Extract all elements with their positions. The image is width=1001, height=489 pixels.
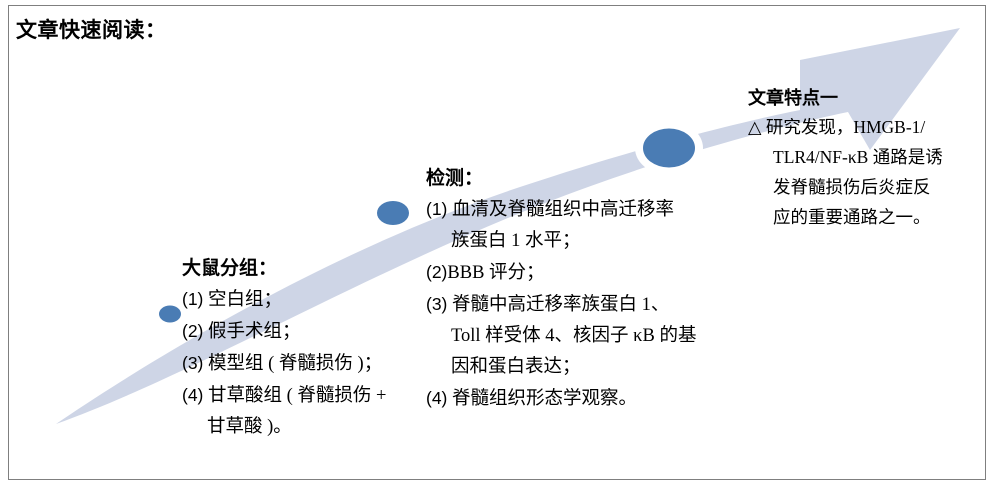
- list-text: 脊髓组织形态学观察。: [452, 389, 638, 409]
- detection-line-3: (2)BBB 评分；: [426, 257, 696, 289]
- list-marker: (1): [182, 289, 204, 309]
- list-text: 空白组；: [208, 290, 283, 310]
- article-feature-line-2: TLR4/NF-κB 通路是诱: [748, 142, 943, 172]
- detection-heading: 检测：: [426, 168, 484, 189]
- article-feature-heading: 文章特点一: [748, 88, 838, 108]
- list-text: 族蛋白 1 水平；: [451, 231, 581, 251]
- article-feature-line-3: 发脊髓损伤后炎症反: [748, 172, 943, 202]
- stage-marker-1: [153, 300, 187, 328]
- arrow-band-shape: [56, 28, 960, 424]
- list-text: 因和蛋白表达；: [451, 357, 581, 377]
- rat-grouping-heading: 大鼠分组：: [182, 258, 278, 279]
- list-marker: (4): [426, 388, 448, 408]
- list-text: 甘草酸 )。: [207, 417, 292, 437]
- rat-grouping-block: 大鼠分组： (1) 空白组； (2) 假手术组； (3) 模型组 ( 脊髓损伤 …: [182, 254, 387, 443]
- list-marker: (3): [426, 294, 448, 314]
- article-feature-line-1: △ 研究发现，HMGB-1/: [748, 112, 943, 142]
- stage-marker-2: [370, 194, 416, 232]
- rat-grouping-line-5: 甘草酸 )。: [182, 412, 387, 443]
- list-text: Toll 样受体 4、核因子 κB 的基: [451, 326, 697, 346]
- rat-grouping-line-1: (1) 空白组；: [182, 284, 387, 316]
- list-marker: (3): [182, 353, 204, 373]
- detection-line-7: (4) 脊髓组织形态学观察。: [426, 383, 696, 415]
- list-text: 研究发现，HMGB-1/: [765, 117, 926, 137]
- list-text: 发脊髓损伤后炎症反: [773, 177, 931, 197]
- list-marker: (2): [426, 262, 448, 282]
- rat-grouping-line-3: (3) 模型组 ( 脊髓损伤 )；: [182, 348, 387, 380]
- article-feature-block: 文章特点一 △ 研究发现，HMGB-1/ TLR4/NF-κB 通路是诱 发脊髓…: [748, 84, 943, 232]
- list-marker: (1): [426, 199, 448, 219]
- triangle-bullet-icon: △: [748, 117, 762, 137]
- detection-line-4: (3) 脊髓中高迁移率族蛋白 1、: [426, 289, 696, 321]
- detection-line-5: Toll 样受体 4、核因子 κB 的基: [426, 321, 696, 352]
- page-title: 文章快速阅读：: [16, 19, 167, 42]
- list-text: 血清及脊髓组织中高迁移率: [452, 200, 675, 220]
- detection-line-6: 因和蛋白表达；: [426, 352, 696, 383]
- detection-line-1: (1) 血清及脊髓组织中高迁移率: [426, 194, 696, 226]
- list-text: 脊髓中高迁移率族蛋白 1、: [452, 295, 670, 315]
- rat-grouping-line-2: (2) 假手术组；: [182, 316, 387, 348]
- list-marker: (2): [182, 321, 204, 341]
- article-feature-line-4: 应的重要通路之一。: [748, 202, 943, 232]
- detection-block: 检测： (1) 血清及脊髓组织中高迁移率 族蛋白 1 水平； (2)BBB 评分…: [426, 164, 696, 415]
- list-text: 甘草酸组 ( 脊髓损伤 +: [208, 386, 387, 406]
- detection-line-2: 族蛋白 1 水平；: [426, 226, 696, 257]
- list-marker: (4): [182, 385, 204, 405]
- rat-grouping-line-4: (4) 甘草酸组 ( 脊髓损伤 +: [182, 380, 387, 412]
- list-text: 模型组 ( 脊髓损伤 )；: [208, 354, 383, 374]
- list-text: BBB 评分；: [447, 263, 545, 283]
- stage-marker-3: [635, 121, 703, 175]
- list-text: 假手术组；: [208, 322, 301, 342]
- list-text: 应的重要通路之一。: [773, 207, 931, 227]
- list-text: TLR4/NF-κB 通路是诱: [773, 147, 943, 167]
